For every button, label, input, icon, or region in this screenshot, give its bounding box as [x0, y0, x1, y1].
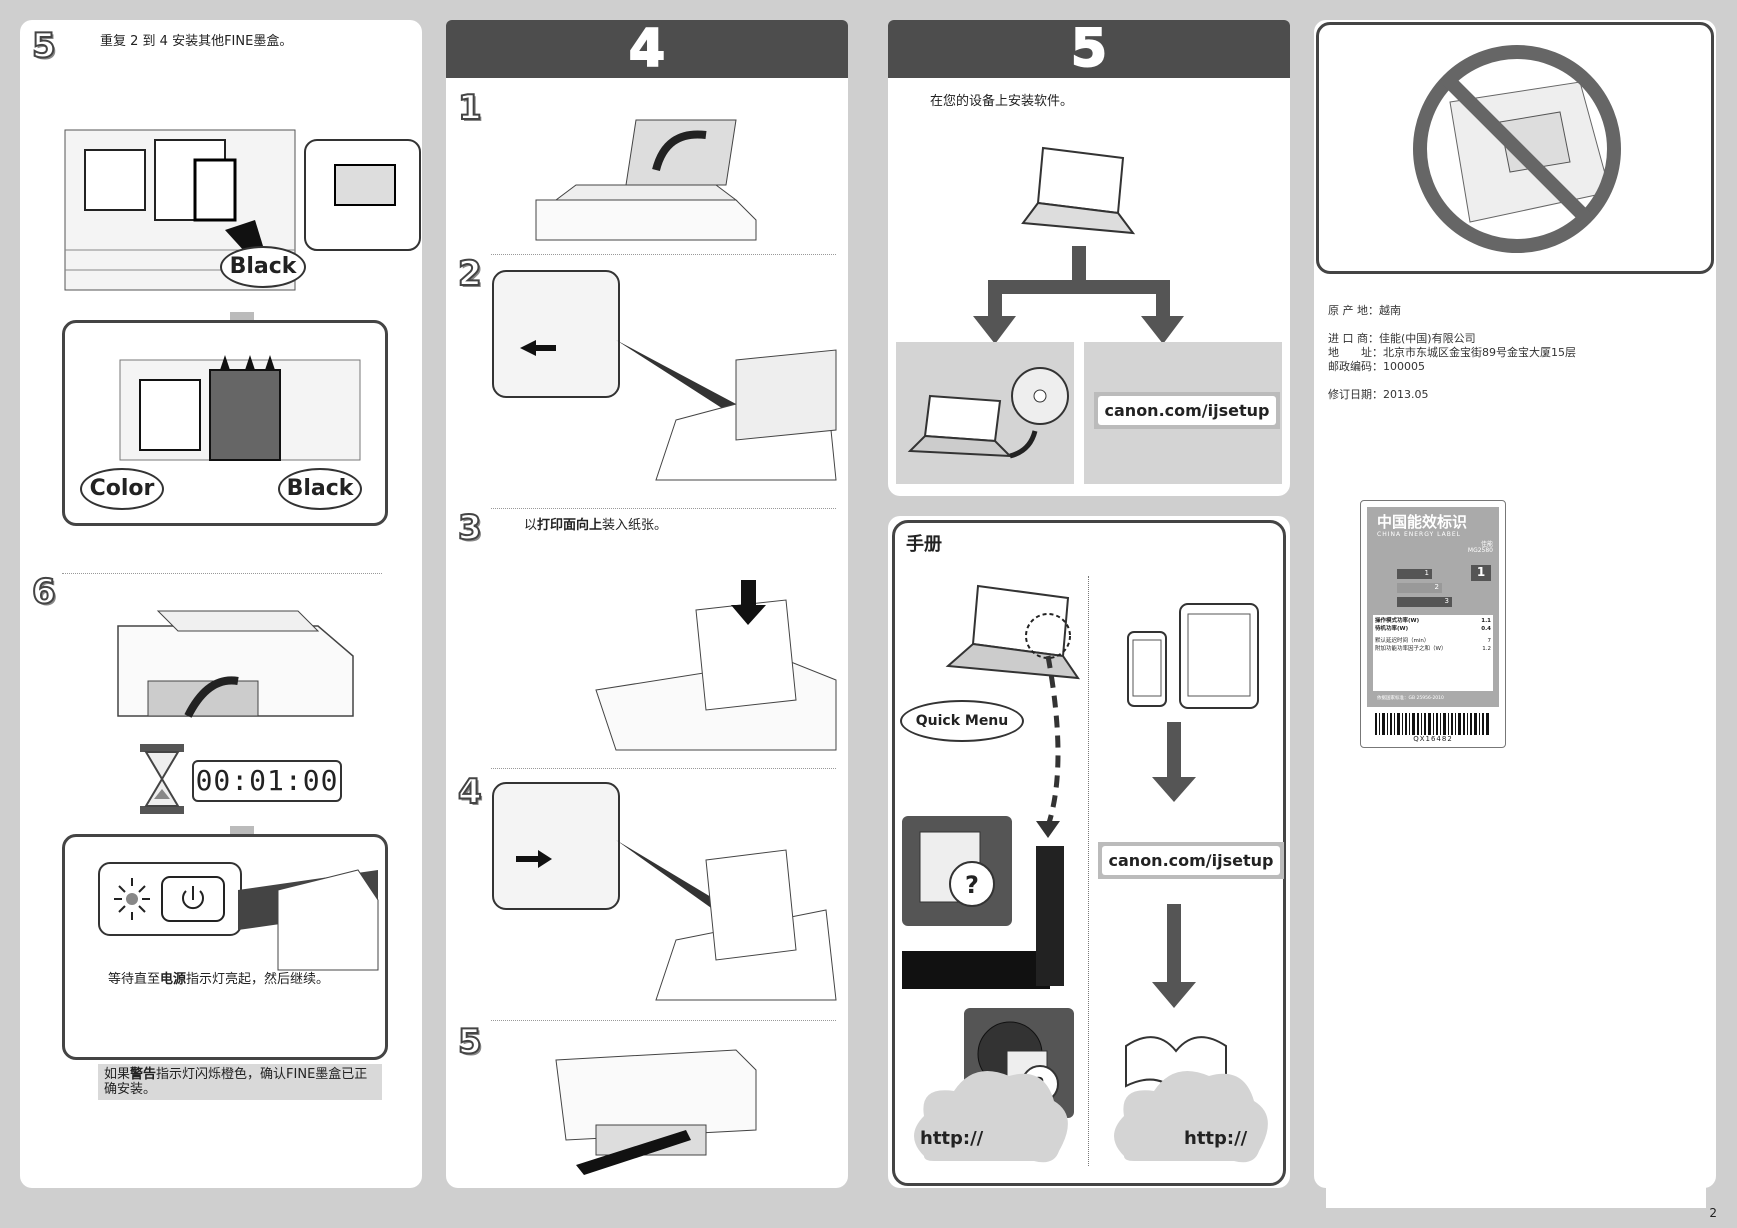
install-software-text: 在您的设备上安装软件。 — [930, 94, 1074, 109]
section-5-header: 5 — [888, 19, 1290, 79]
load-paper-text: 以打印面向上装入纸张。 — [524, 518, 668, 533]
energy-level-1: 1 — [1397, 569, 1432, 579]
open-paper-support-illustration — [535, 119, 757, 241]
http-right[interactable]: http:// — [1184, 1128, 1248, 1149]
prohibited-icon — [1413, 45, 1621, 253]
importer-line: 进 口 商：佳能(中国)有限公司 — [1328, 332, 1476, 345]
step5-instruction: 重复 2 到 4 安装其他FINE墨盒。 — [100, 34, 293, 49]
side-dock — [1036, 846, 1064, 986]
energy-level-3: 3 — [1397, 597, 1452, 607]
revision-line: 修订日期：2013.05 — [1328, 388, 1429, 401]
color-label: Color — [80, 468, 164, 510]
split-arrow-icon — [973, 246, 1184, 344]
wait-power-text: 等待直至电源指示灯亮起，然后继续。 — [108, 972, 330, 987]
printer-output-tray-illustration — [117, 610, 354, 718]
printer-panel-illustration — [238, 869, 379, 971]
page-number: 2 — [1709, 1206, 1717, 1220]
output-tray-extend-illustration — [555, 1049, 757, 1175]
black-label-bottom: Black — [278, 468, 362, 510]
warning-note: 如果警告指示灯闪烁橙色，确认FINE墨盒已正确安装。 — [98, 1064, 382, 1100]
vertical-divider — [1088, 576, 1089, 1166]
manual-border — [892, 520, 1286, 1186]
paper-guide-closeup — [492, 270, 620, 398]
laptop-quick-menu-illustration — [945, 584, 1081, 680]
http-left[interactable]: http:// — [920, 1128, 984, 1149]
hourglass-icon — [140, 744, 184, 814]
energy-label-brand: 佳能 — [1480, 541, 1493, 548]
url-box[interactable]: canon.com/ijsetup — [1098, 842, 1284, 879]
address-line: 地 址：北京市东城区金宝街89号金宝大厦15层 — [1328, 346, 1576, 359]
smartphone-icon — [1127, 631, 1167, 707]
panel-manual: 手册 Quick Menu ? ? http:// can — [888, 516, 1290, 1188]
down-arrow-icon — [1152, 722, 1196, 802]
down-arrow-icon — [1152, 904, 1196, 1008]
url-link[interactable]: canon.com/ijsetup — [1102, 846, 1280, 875]
load-paper-illustration — [595, 580, 837, 751]
cloud-icon — [914, 1071, 1068, 1163]
timer-display: 00:01:00 — [192, 760, 342, 802]
paper-guide-illustration — [520, 340, 837, 481]
panel-paper-load: 4 1 2 3 以打印面向上装入纸张。 4 5 — [446, 19, 848, 1188]
svg-text:?: ? — [965, 871, 979, 899]
energy-stats: 操作模式功率(W)1.1 待机功率(W)0.4 默认延迟时间（min）7 附加功… — [1373, 615, 1493, 691]
step-number-6: 6 — [31, 571, 57, 613]
energy-label-subtitle: CHINA ENERGY LABEL — [1377, 531, 1461, 538]
manual-title: 手册 — [906, 534, 942, 555]
step-number-3: 3 — [457, 507, 483, 549]
laptop-icon — [1021, 146, 1136, 235]
laptop-cd-illustration — [907, 367, 1069, 459]
section-4-header: 4 — [446, 19, 848, 79]
energy-label-body: 中国能效标识 CHINA ENERGY LABEL 佳能 MG2580 1 2 … — [1367, 507, 1499, 707]
url-link[interactable]: canon.com/ijsetup — [1098, 396, 1276, 425]
power-icon — [114, 876, 225, 922]
cartridge-slots-illustration — [119, 355, 361, 461]
cloud-icon — [1114, 1071, 1268, 1163]
energy-level-2: 2 — [1397, 583, 1442, 593]
tablet-icon — [1179, 603, 1259, 709]
info-block — [1326, 288, 1706, 1208]
paper-guide-slide-illustration — [516, 840, 837, 1001]
step-number-5: 5 — [457, 1021, 483, 1063]
energy-label-title: 中国能效标识 — [1377, 513, 1468, 531]
energy-standard: 依据国家标准：GB 25956-2010 — [1377, 696, 1444, 701]
barcode-text: QX16482 — [1413, 735, 1453, 743]
paper-guide-slide-closeup — [492, 782, 620, 910]
divider — [62, 573, 382, 574]
step-number-2: 2 — [457, 253, 483, 295]
postcode-line: 邮政编码：100005 — [1328, 360, 1425, 373]
divider — [491, 1020, 836, 1021]
divider — [491, 768, 836, 769]
energy-grade: 1 — [1471, 565, 1491, 581]
dashed-arrow-icon — [1036, 655, 1061, 838]
panel-cartridge-install: 5 重复 2 到 4 安装其他FINE墨盒。 Black Color Black… — [20, 20, 422, 1188]
panel-info: 原 产 地：越南 进 口 商：佳能(中国)有限公司 地 址：北京市东城区金宝街8… — [1314, 20, 1716, 1208]
taskbar — [902, 951, 1050, 989]
panel-install-software: 5 在您的设备上安装软件。 canon.com/ijsetup — [888, 19, 1290, 496]
url-box[interactable]: canon.com/ijsetup — [1094, 392, 1280, 429]
divider — [491, 508, 836, 509]
black-label-top: Black — [220, 246, 306, 288]
energy-label: 中国能效标识 CHINA ENERGY LABEL 佳能 MG2580 1 2 … — [1360, 500, 1506, 748]
step-number-4: 4 — [457, 771, 483, 813]
energy-label-model: MG2580 — [1467, 547, 1493, 554]
step-number-5: 5 — [31, 25, 57, 67]
origin-line: 原 产 地：越南 — [1328, 304, 1401, 317]
step-number-1: 1 — [457, 87, 483, 129]
divider — [491, 254, 836, 255]
quick-menu-label: Quick Menu — [900, 700, 1024, 742]
help-book-icon: ? — [919, 831, 995, 907]
barcode — [1375, 713, 1489, 735]
